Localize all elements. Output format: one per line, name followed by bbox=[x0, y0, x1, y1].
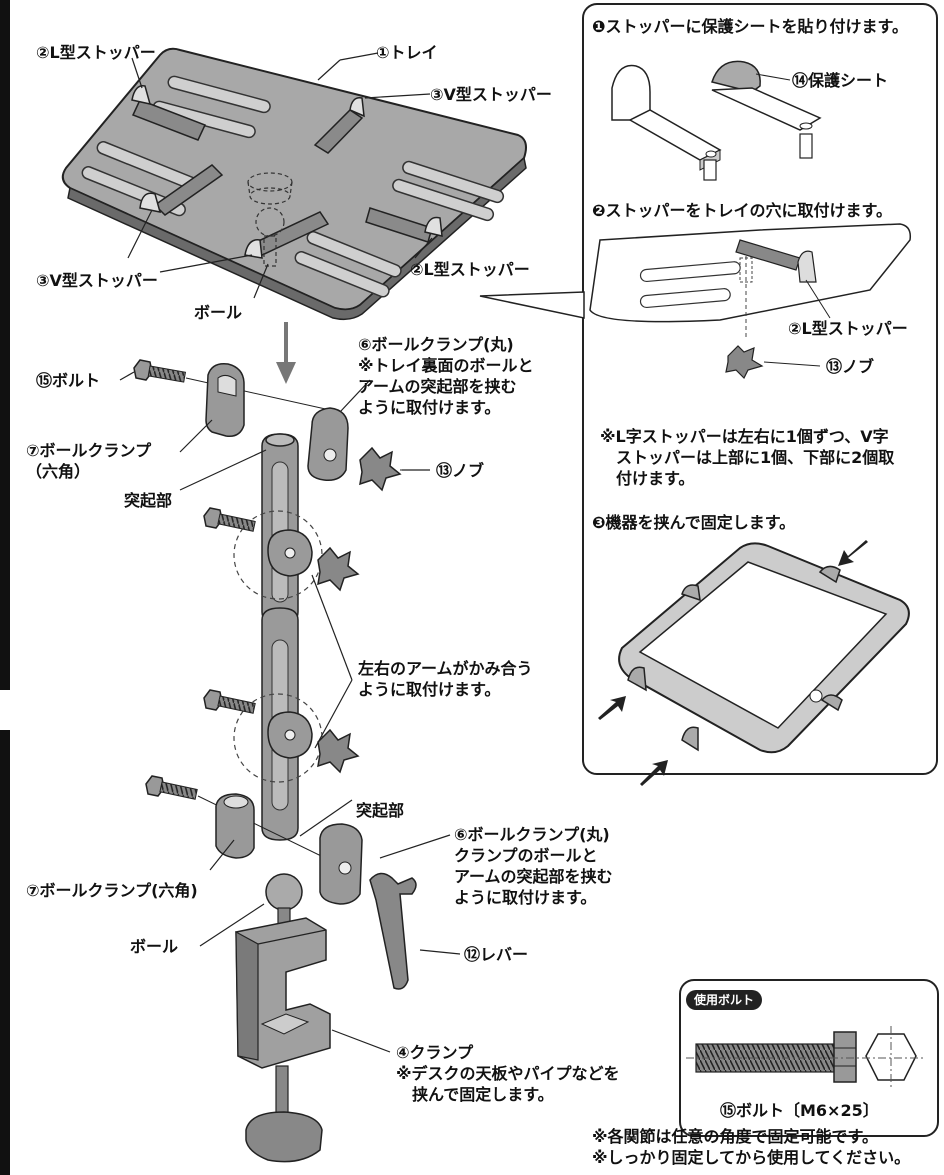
label-clamp: ④クランプ ※デスクの天板やパイプなどを 挟んで固定します。 bbox=[396, 1043, 620, 1104]
callout-pointer bbox=[479, 291, 585, 319]
label-protrusion-top: 突起部 bbox=[124, 491, 173, 510]
tray-illustration bbox=[61, 47, 527, 321]
label-protective-sheet: ⑭保護シート bbox=[792, 71, 889, 90]
label-l-stopper-top: ②L型ストッパー bbox=[36, 43, 156, 62]
label-arms-note: 左右のアームがかみ合う ように取付けます。 bbox=[358, 659, 533, 699]
ball-clamp-hex-top bbox=[205, 362, 245, 438]
label-v-stopper-right: ③V型ストッパー bbox=[430, 85, 552, 104]
label-v-stopper-left: ③V型ストッパー bbox=[36, 271, 158, 290]
ball-clamp-round-top bbox=[307, 407, 349, 482]
arm-leader-lines bbox=[119, 371, 461, 1053]
label-tray: ①トレイ bbox=[376, 43, 438, 62]
label-ball-clamp-round-bottom: ⑥ボールクランプ(丸) クランプのボールと アームの突起部を挟む ように取付けま… bbox=[454, 825, 613, 907]
bolt-badge: 使用ボルト bbox=[686, 990, 763, 1010]
step2-text: ❷ストッパーをトレイの穴に取付けます。 bbox=[592, 201, 892, 220]
tray-leader-lines bbox=[127, 52, 433, 299]
label-bolt: ⑮ボルト bbox=[36, 371, 101, 390]
label-protrusion-bottom: 突起部 bbox=[356, 801, 405, 820]
panel-note: ※L字ストッパーは左右に1個ずつ、V字 ストッパーは上部に1個、下部に2個取 付… bbox=[600, 427, 895, 488]
step3-illustration bbox=[598, 540, 910, 786]
bolt-top bbox=[133, 359, 187, 383]
knob-top bbox=[359, 446, 402, 492]
label-ball-clamp-hex-bottom: ⑦ボールクランプ(六角) bbox=[26, 881, 198, 900]
label-l-stopper-right: ②L型ストッパー bbox=[410, 260, 530, 279]
label-lever: ⑫レバー bbox=[464, 945, 529, 964]
clamp-screw-knob bbox=[245, 1111, 323, 1163]
desk-clamp bbox=[235, 917, 331, 1069]
down-arrow-icon bbox=[276, 322, 296, 384]
lever bbox=[369, 872, 417, 990]
arrow-icon bbox=[598, 696, 626, 720]
left-edge-bar bbox=[0, 0, 10, 690]
label-knob-panel: ⑬ノブ bbox=[826, 357, 875, 376]
label-ball-top: ボール bbox=[194, 303, 243, 322]
ball-clamp-hex-bottom bbox=[215, 793, 255, 859]
step2-illustration bbox=[589, 223, 912, 380]
bolt-spec-illustration bbox=[686, 1026, 926, 1090]
step3-text: ❸機器を挟んで固定します。 bbox=[592, 513, 796, 532]
arm-assembly bbox=[133, 359, 430, 1163]
label-knob-mid: ⑬ノブ bbox=[436, 461, 485, 480]
step1-illustration bbox=[611, 60, 822, 181]
label-ball-clamp-hex-top: ⑦ボールクランプ （六角） bbox=[26, 441, 152, 481]
step1-text: ❶ストッパーに保護シートを貼り付けます。 bbox=[592, 17, 908, 36]
label-ball-clamp-round-top: ⑥ボールクランプ(丸) ※トレイ裏面のボールと アームの突起部を挟む ように取付… bbox=[358, 335, 534, 417]
label-l-stopper-panel: ②L型ストッパー bbox=[788, 319, 908, 338]
left-edge-bar-lower bbox=[0, 730, 10, 1175]
footer-note: ※各関節は任意の角度で固定可能です。 ※しっかり固定してから使用してください。 bbox=[592, 1127, 911, 1167]
clamp-ball bbox=[265, 873, 303, 911]
arrow-icon bbox=[640, 760, 668, 786]
label-ball-bottom: ボール bbox=[130, 937, 179, 956]
bolt-spec-label: ⑮ボルト〔M6×25〕 bbox=[720, 1101, 879, 1120]
arrow-icon bbox=[838, 540, 868, 566]
